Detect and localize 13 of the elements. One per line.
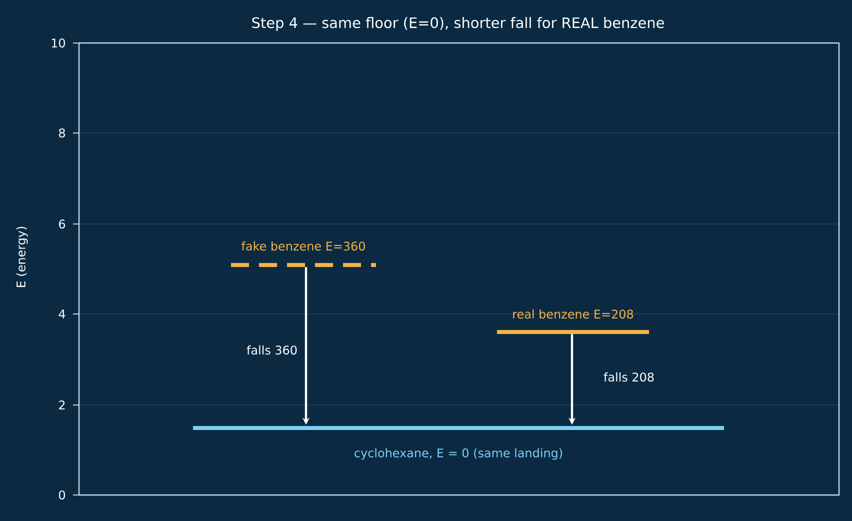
tick-label: 0 — [58, 490, 66, 500]
energy-level: fake benzene E=360 — [231, 241, 376, 267]
edge-label: falls 360 — [246, 345, 297, 355]
tick-label: 4 — [58, 310, 66, 318]
tick-label: 10 — [52, 38, 66, 48]
tick-label: 6 — [59, 219, 66, 228]
energy-level: cyclohexane, E = 0 (same landing) — [193, 426, 724, 460]
energy-level: real benzene E=208 — [497, 309, 649, 334]
axis-title: E (energy) — [16, 226, 28, 287]
tick-label: 2 — [59, 400, 65, 410]
tick-label: 8 — [59, 128, 65, 138]
chart-title: Step 4 — same floor (E=0), shorter fall for REAL benzene — [252, 17, 664, 31]
edge-label: falls 208 — [604, 372, 654, 382]
